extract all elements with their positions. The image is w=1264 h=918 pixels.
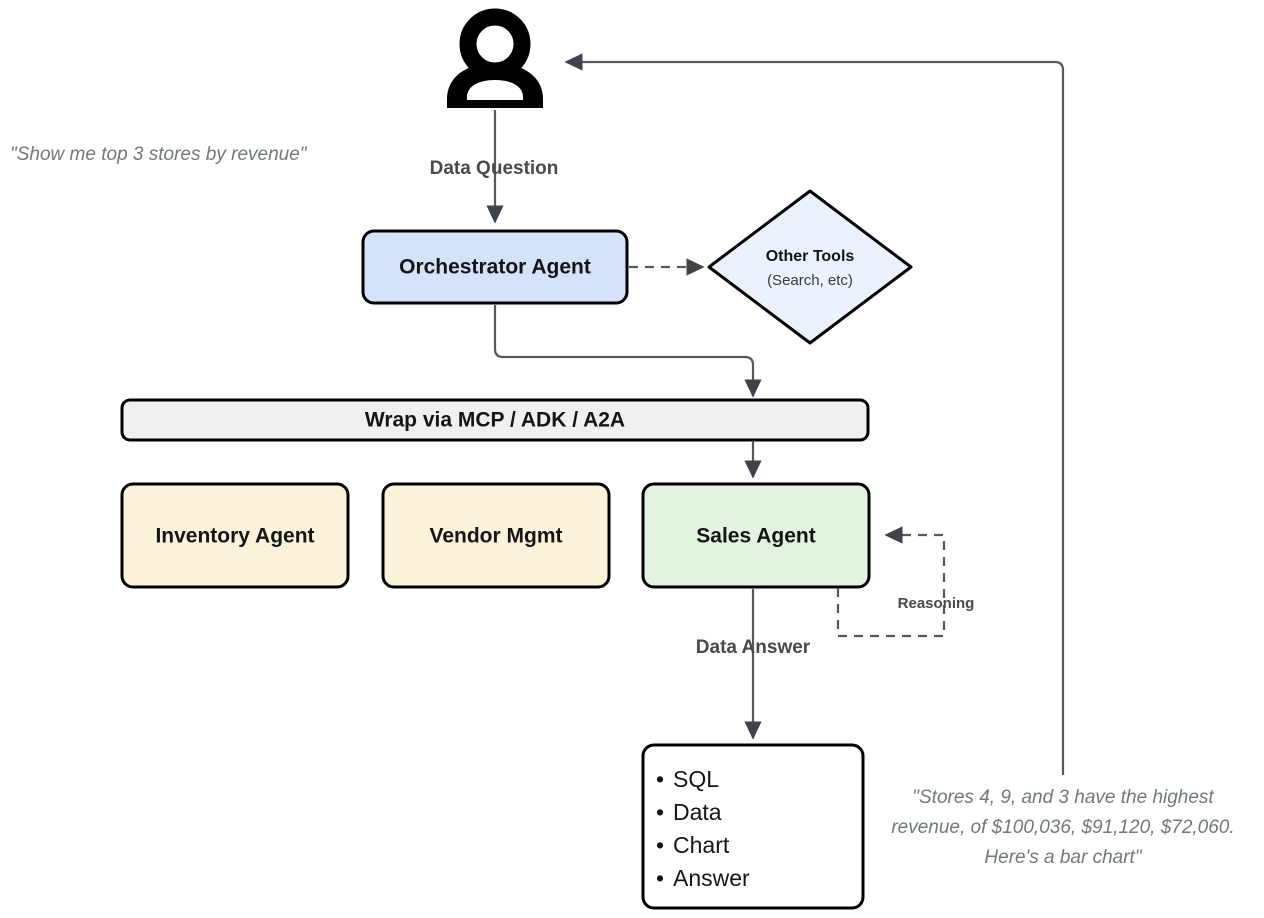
output-list-item-bullet-0: • <box>656 766 664 792</box>
connector-answer-to-user <box>564 53 1065 775</box>
output-list-item-bullet-3: • <box>656 865 664 891</box>
orchestrator-label: Orchestrator Agent <box>399 256 591 279</box>
sales-agent-box[interactable] <box>641 482 871 589</box>
node-orchestrator-agent[interactable]: Orchestrator Agent <box>361 229 629 305</box>
output-list-item-bullet-1: • <box>656 799 664 825</box>
edge-label-data-question: Data Question <box>430 158 559 179</box>
person-icon <box>447 8 543 108</box>
other-tools-label: Other Tools <box>766 248 855 265</box>
vendor-mgmt-label: Vendor Mgmt <box>429 525 562 548</box>
node-other-tools[interactable]: Other Tools (Search, etc) <box>707 189 913 345</box>
annotation-answer-line-0: "Stores 4, 9, and 3 have the highest <box>912 787 1214 808</box>
output-list-box[interactable] <box>641 743 865 910</box>
output-list-item-1: Data <box>673 799 722 825</box>
other-tools-diamond[interactable] <box>707 189 913 345</box>
output-list-item-2: Chart <box>673 832 730 858</box>
annotation-answer-line-1: revenue, of $100,036, $91,120, $72,060. <box>891 817 1234 838</box>
node-output-list[interactable]: • SQL • Data • Chart • Answer <box>641 743 865 910</box>
connector-reasoning-loop <box>836 526 946 638</box>
output-list-item-bullet-2: • <box>656 832 664 858</box>
node-vendor-mgmt[interactable]: Vendor Mgmt <box>381 482 611 589</box>
node-inventory-agent[interactable]: Inventory Agent <box>120 482 350 589</box>
output-list-item-0: SQL <box>673 766 719 792</box>
annotation-user-question: "Show me top 3 stores by revenue" <box>10 144 308 165</box>
wrap-bar-box[interactable] <box>120 398 870 442</box>
annotation-answer-line-2: Here's a bar chart" <box>984 847 1142 868</box>
inventory-agent-label: Inventory Agent <box>155 525 314 548</box>
edge-label-reasoning: Reasoning <box>898 595 975 612</box>
sales-agent-label: Sales Agent <box>696 525 815 548</box>
node-sales-agent[interactable]: Sales Agent <box>641 482 871 589</box>
edge-label-data-answer: Data Answer <box>696 637 811 658</box>
node-wrap-bar[interactable]: Wrap via MCP / ADK / A2A <box>120 398 870 442</box>
vendor-mgmt-box[interactable] <box>381 482 611 589</box>
other-tools-sublabel: (Search, etc) <box>767 272 853 289</box>
wrap-bar-label: Wrap via MCP / ADK / A2A <box>365 409 625 432</box>
connector-orchestrator-to-wrap-bar <box>493 305 762 398</box>
output-list-item-3: Answer <box>673 865 750 891</box>
inventory-agent-box[interactable] <box>120 482 350 589</box>
orchestrator-box[interactable] <box>361 229 629 305</box>
